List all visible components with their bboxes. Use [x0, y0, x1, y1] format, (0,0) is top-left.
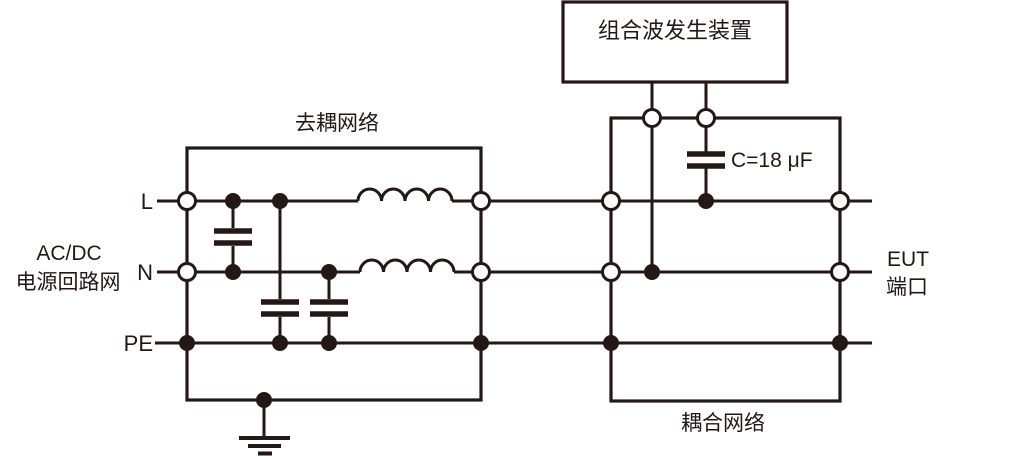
terminal-circle	[601, 262, 621, 282]
terminal-circle	[471, 191, 491, 211]
coupling-capacitor: C=18 μF	[687, 149, 813, 172]
conductor-n-label: N	[137, 260, 153, 285]
terminal-circle	[601, 191, 621, 211]
junction-dot	[603, 335, 619, 351]
conductor-l-label: L	[141, 189, 153, 214]
coupling-network-label: 耦合网络	[681, 412, 765, 435]
junction-dots	[179, 193, 848, 408]
eut-port-label-line2: 端口	[886, 276, 928, 299]
generator: 组合波发生装置	[561, 0, 789, 84]
eut-port-label-line1: EUT	[887, 248, 929, 271]
conductor-pe-label: PE	[124, 331, 153, 356]
coupling-capacitor-label: C=18 μF	[731, 149, 813, 172]
capacitor-n-pe	[310, 272, 348, 343]
conductor-labels: L N PE	[124, 189, 153, 356]
junction-dot	[225, 264, 241, 280]
terminal-circle	[177, 262, 197, 282]
terminal-circle	[177, 191, 197, 211]
eut-port-labels: EUT 端口	[886, 248, 929, 299]
ground-symbol	[239, 400, 290, 456]
terminals	[177, 108, 850, 282]
junction-dot	[256, 392, 272, 408]
source-port-label-line1: AC/DC	[36, 242, 101, 265]
decoupling-network: 去耦网络	[185, 112, 483, 402]
decoupling-network-label: 去耦网络	[295, 112, 379, 135]
terminal-circle	[642, 108, 662, 128]
junction-dot	[832, 335, 848, 351]
inductor-l	[356, 187, 454, 202]
conductor-n	[157, 258, 872, 274]
coupling-network-box	[609, 116, 842, 403]
junction-dot	[473, 335, 489, 351]
terminal-circle	[696, 108, 716, 128]
junction-dot	[225, 193, 241, 209]
coupling-network: 耦合网络	[609, 116, 842, 435]
junction-dot	[272, 193, 288, 209]
terminal-circle	[830, 262, 850, 282]
junction-dot	[179, 335, 195, 351]
junction-dot	[321, 335, 337, 351]
generator-box	[561, 0, 789, 84]
capacitor-l-pe	[261, 201, 299, 343]
junction-dot	[272, 335, 288, 351]
junction-dot	[321, 264, 337, 280]
source-port-label-line2: 电源回路网	[16, 271, 121, 294]
capacitor-l-n	[214, 201, 252, 272]
generator-label: 组合波发生装置	[598, 18, 752, 43]
source-port-labels: AC/DC 电源回路网	[16, 242, 121, 294]
terminal-circle	[471, 262, 491, 282]
inductor-n	[358, 258, 456, 273]
terminal-circle	[830, 191, 850, 211]
junction-dot	[698, 193, 714, 209]
conductor-l	[157, 187, 872, 203]
junction-dot	[644, 264, 660, 280]
